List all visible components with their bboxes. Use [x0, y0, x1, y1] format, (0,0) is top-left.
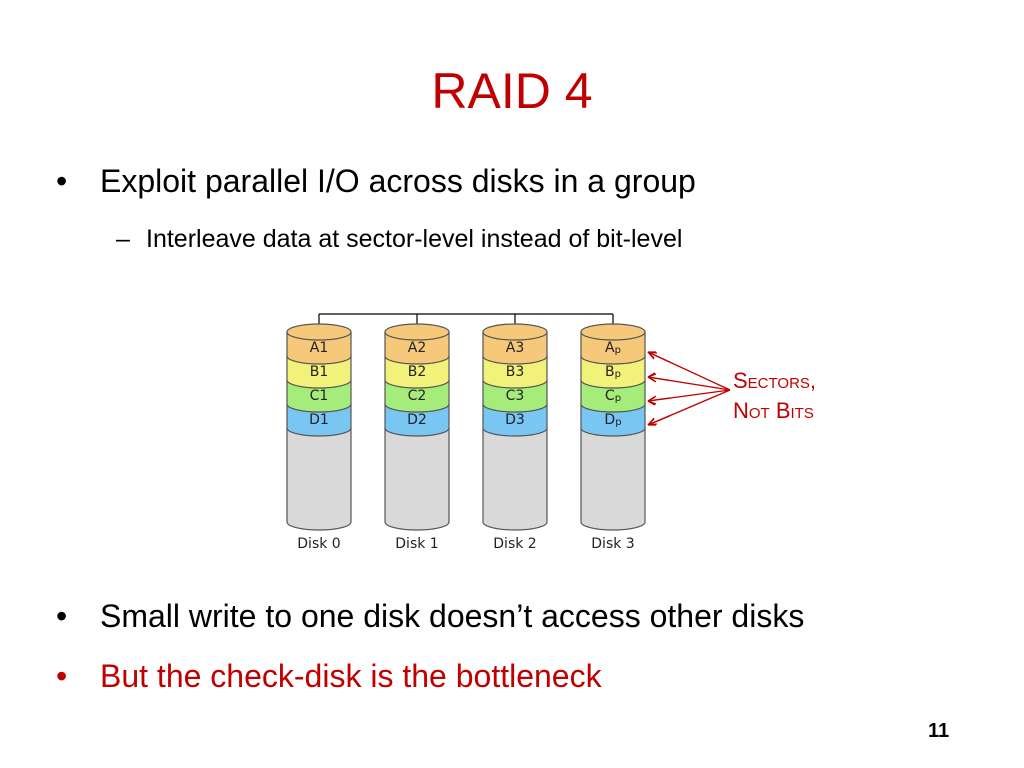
sector-subscript: p: [615, 345, 621, 356]
sector-band: [286, 331, 352, 365]
arrowhead-line-c: [647, 395, 657, 405]
arrow-line-c: [647, 389, 731, 402]
sector-label: B1: [310, 364, 329, 380]
sector-label: A2: [408, 340, 426, 356]
disk-top-cap: [286, 323, 352, 341]
bullet-dot: •: [56, 598, 68, 634]
sector-band: [580, 355, 646, 389]
sector-label: D3: [505, 412, 525, 428]
sector-label: B3: [506, 364, 525, 380]
bullet-1: • Exploit parallel I/O across disks in a…: [56, 163, 696, 200]
sector-band: [482, 379, 548, 413]
arrow-line-a: [647, 351, 731, 391]
sub-bullet-dash: –: [116, 225, 130, 253]
bullet-dot: •: [56, 658, 68, 694]
sector-label: D1: [309, 412, 329, 428]
disk-label: Disk 3: [591, 536, 634, 552]
disk-top-cap: [384, 323, 450, 341]
sub-bullet-1-text: Interleave data at sector-level instead …: [146, 225, 683, 253]
disk-label: Disk 2: [493, 536, 536, 552]
sector-subscript: p: [615, 393, 621, 404]
disk-body: [286, 427, 352, 531]
connector-bus: [318, 313, 614, 332]
bullet-3-text: But the check-disk is the bottleneck: [100, 658, 602, 694]
sector-band: [482, 331, 548, 365]
page-number: 11: [928, 720, 950, 742]
sector-band: [384, 379, 450, 413]
arrow-line-b: [647, 376, 731, 391]
sector-subscript: p: [615, 417, 621, 428]
sector-band: [384, 355, 450, 389]
sector-label: C3: [506, 388, 525, 404]
callout-connector: [647, 351, 731, 426]
arrow-line-d: [647, 389, 731, 426]
bullet-2: • Small write to one disk doesn’t access…: [56, 598, 805, 635]
disk-body: [580, 427, 646, 531]
sector-band: [384, 403, 450, 437]
sector-band: [384, 331, 450, 365]
arrowhead-line-b: [647, 373, 657, 383]
sector-band: [580, 403, 646, 437]
sector-band: [482, 355, 548, 389]
sector-label: C2: [408, 388, 427, 404]
bullet-1-text: Exploit parallel I/O across disks in a g…: [100, 163, 696, 199]
sector-band: [286, 403, 352, 437]
sector-subscript: p: [615, 369, 621, 380]
callout-label: Sectors, Not Bits: [733, 366, 816, 426]
sector-band: [286, 379, 352, 413]
disk-label: Disk 1: [395, 536, 438, 552]
sector-band: [580, 379, 646, 413]
sector-label: B2: [408, 364, 427, 380]
bullet-2-text: Small write to one disk doesn’t access o…: [100, 598, 805, 634]
sector-label: D2: [407, 412, 427, 428]
bullet-3: • But the check-disk is the bottleneck: [56, 658, 602, 695]
sector-band: [580, 331, 646, 365]
disk-body: [384, 427, 450, 531]
disk-label: Disk 0: [297, 536, 340, 552]
arrowhead-line-a: [647, 351, 658, 360]
sector-label: A1: [310, 340, 328, 356]
sector-label: C1: [310, 388, 329, 404]
sector-band: [482, 403, 548, 437]
callout-line-1: Sectors,: [733, 368, 817, 393]
disk-body: [482, 427, 548, 531]
arrowhead-line-d: [647, 417, 658, 426]
disk-top-cap: [580, 323, 646, 341]
disk-top-cap: [482, 323, 548, 341]
slide-title: RAID 4: [431, 63, 593, 119]
bullet-dot: •: [56, 163, 68, 199]
sector-band: [286, 355, 352, 389]
sector-label: A3: [506, 340, 524, 356]
sub-bullet-1: – Interleave data at sector-level instea…: [116, 225, 683, 254]
callout-line-2: Not Bits: [733, 398, 814, 423]
